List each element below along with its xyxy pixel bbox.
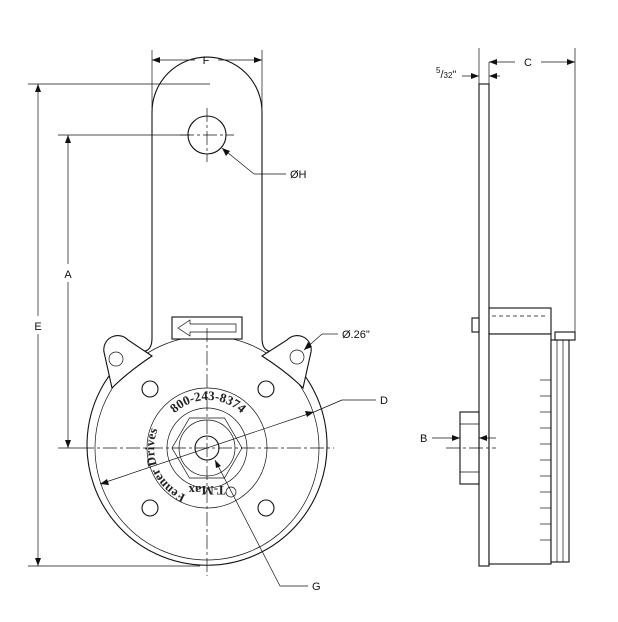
dim-F: F bbox=[203, 55, 210, 67]
side-plate bbox=[478, 83, 490, 567]
mount-hole bbox=[257, 380, 275, 398]
dim-H: ØH bbox=[290, 169, 307, 181]
side-body-top bbox=[488, 307, 552, 335]
lug-left-hole bbox=[108, 351, 124, 367]
dim-E: E bbox=[34, 321, 41, 333]
side-fins bbox=[540, 379, 551, 541]
dim-D: D bbox=[380, 395, 388, 407]
lug-right bbox=[260, 335, 312, 390]
dim-C: C bbox=[524, 57, 532, 69]
mount-hole bbox=[141, 499, 159, 517]
mount-hole bbox=[257, 499, 275, 517]
dim-B: B bbox=[420, 433, 427, 445]
lug-left bbox=[103, 335, 153, 390]
front-dimensions: F E A ØH Ø.26" D bbox=[28, 50, 388, 593]
side-cap bbox=[554, 331, 576, 341]
dim-thickness: 5/32" bbox=[436, 66, 456, 81]
gear-icon bbox=[225, 486, 237, 498]
dim-G: G bbox=[312, 581, 321, 593]
side-view bbox=[446, 83, 576, 567]
side-body bbox=[488, 333, 552, 565]
dim-hole: Ø.26" bbox=[342, 329, 370, 341]
side-housing bbox=[550, 339, 570, 563]
mount-hole bbox=[141, 380, 159, 398]
lug-right-hole bbox=[289, 349, 305, 365]
side-dimensions: C 5/32" B bbox=[420, 48, 576, 445]
direction-arrow-icon bbox=[177, 319, 237, 337]
tensioner-arm-outline bbox=[86, 56, 328, 566]
dim-A: A bbox=[64, 269, 72, 281]
side-tab bbox=[471, 317, 480, 333]
